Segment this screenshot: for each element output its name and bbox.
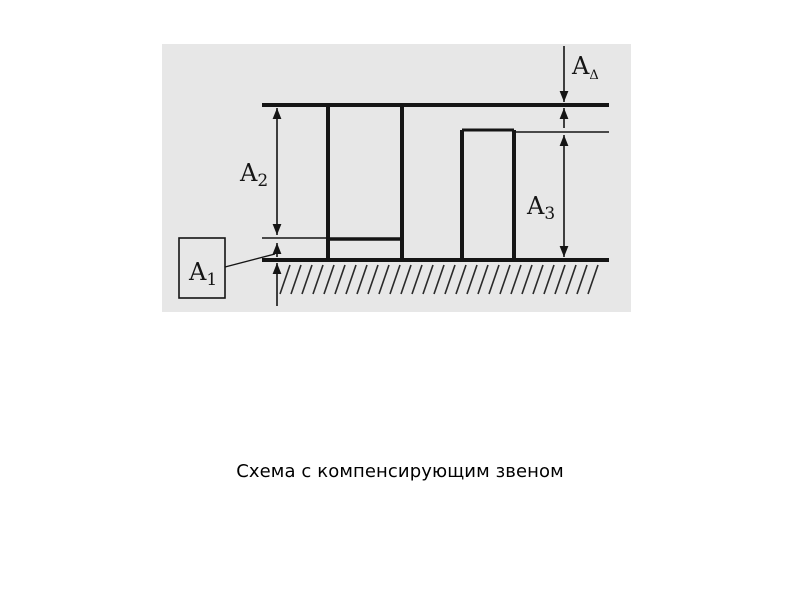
a1-label-frame <box>178 237 226 299</box>
figure-caption: Схема с компенсирующим звеном <box>236 461 564 482</box>
label-a3: A3 <box>526 192 555 224</box>
label-a-delta: AΔ <box>571 52 599 83</box>
label-a2: A2 <box>239 159 268 191</box>
dimension-chain-figure: A1 A2 A3 AΔ <box>162 44 631 312</box>
a1-leader-line <box>224 253 276 268</box>
dimension-chain-diagram: A1 A2 A3 AΔ <box>178 46 609 306</box>
part-a2 <box>326 105 404 260</box>
part-a3 <box>460 128 609 260</box>
ground-hatching <box>279 264 599 295</box>
label-a1: A1 <box>188 258 217 290</box>
